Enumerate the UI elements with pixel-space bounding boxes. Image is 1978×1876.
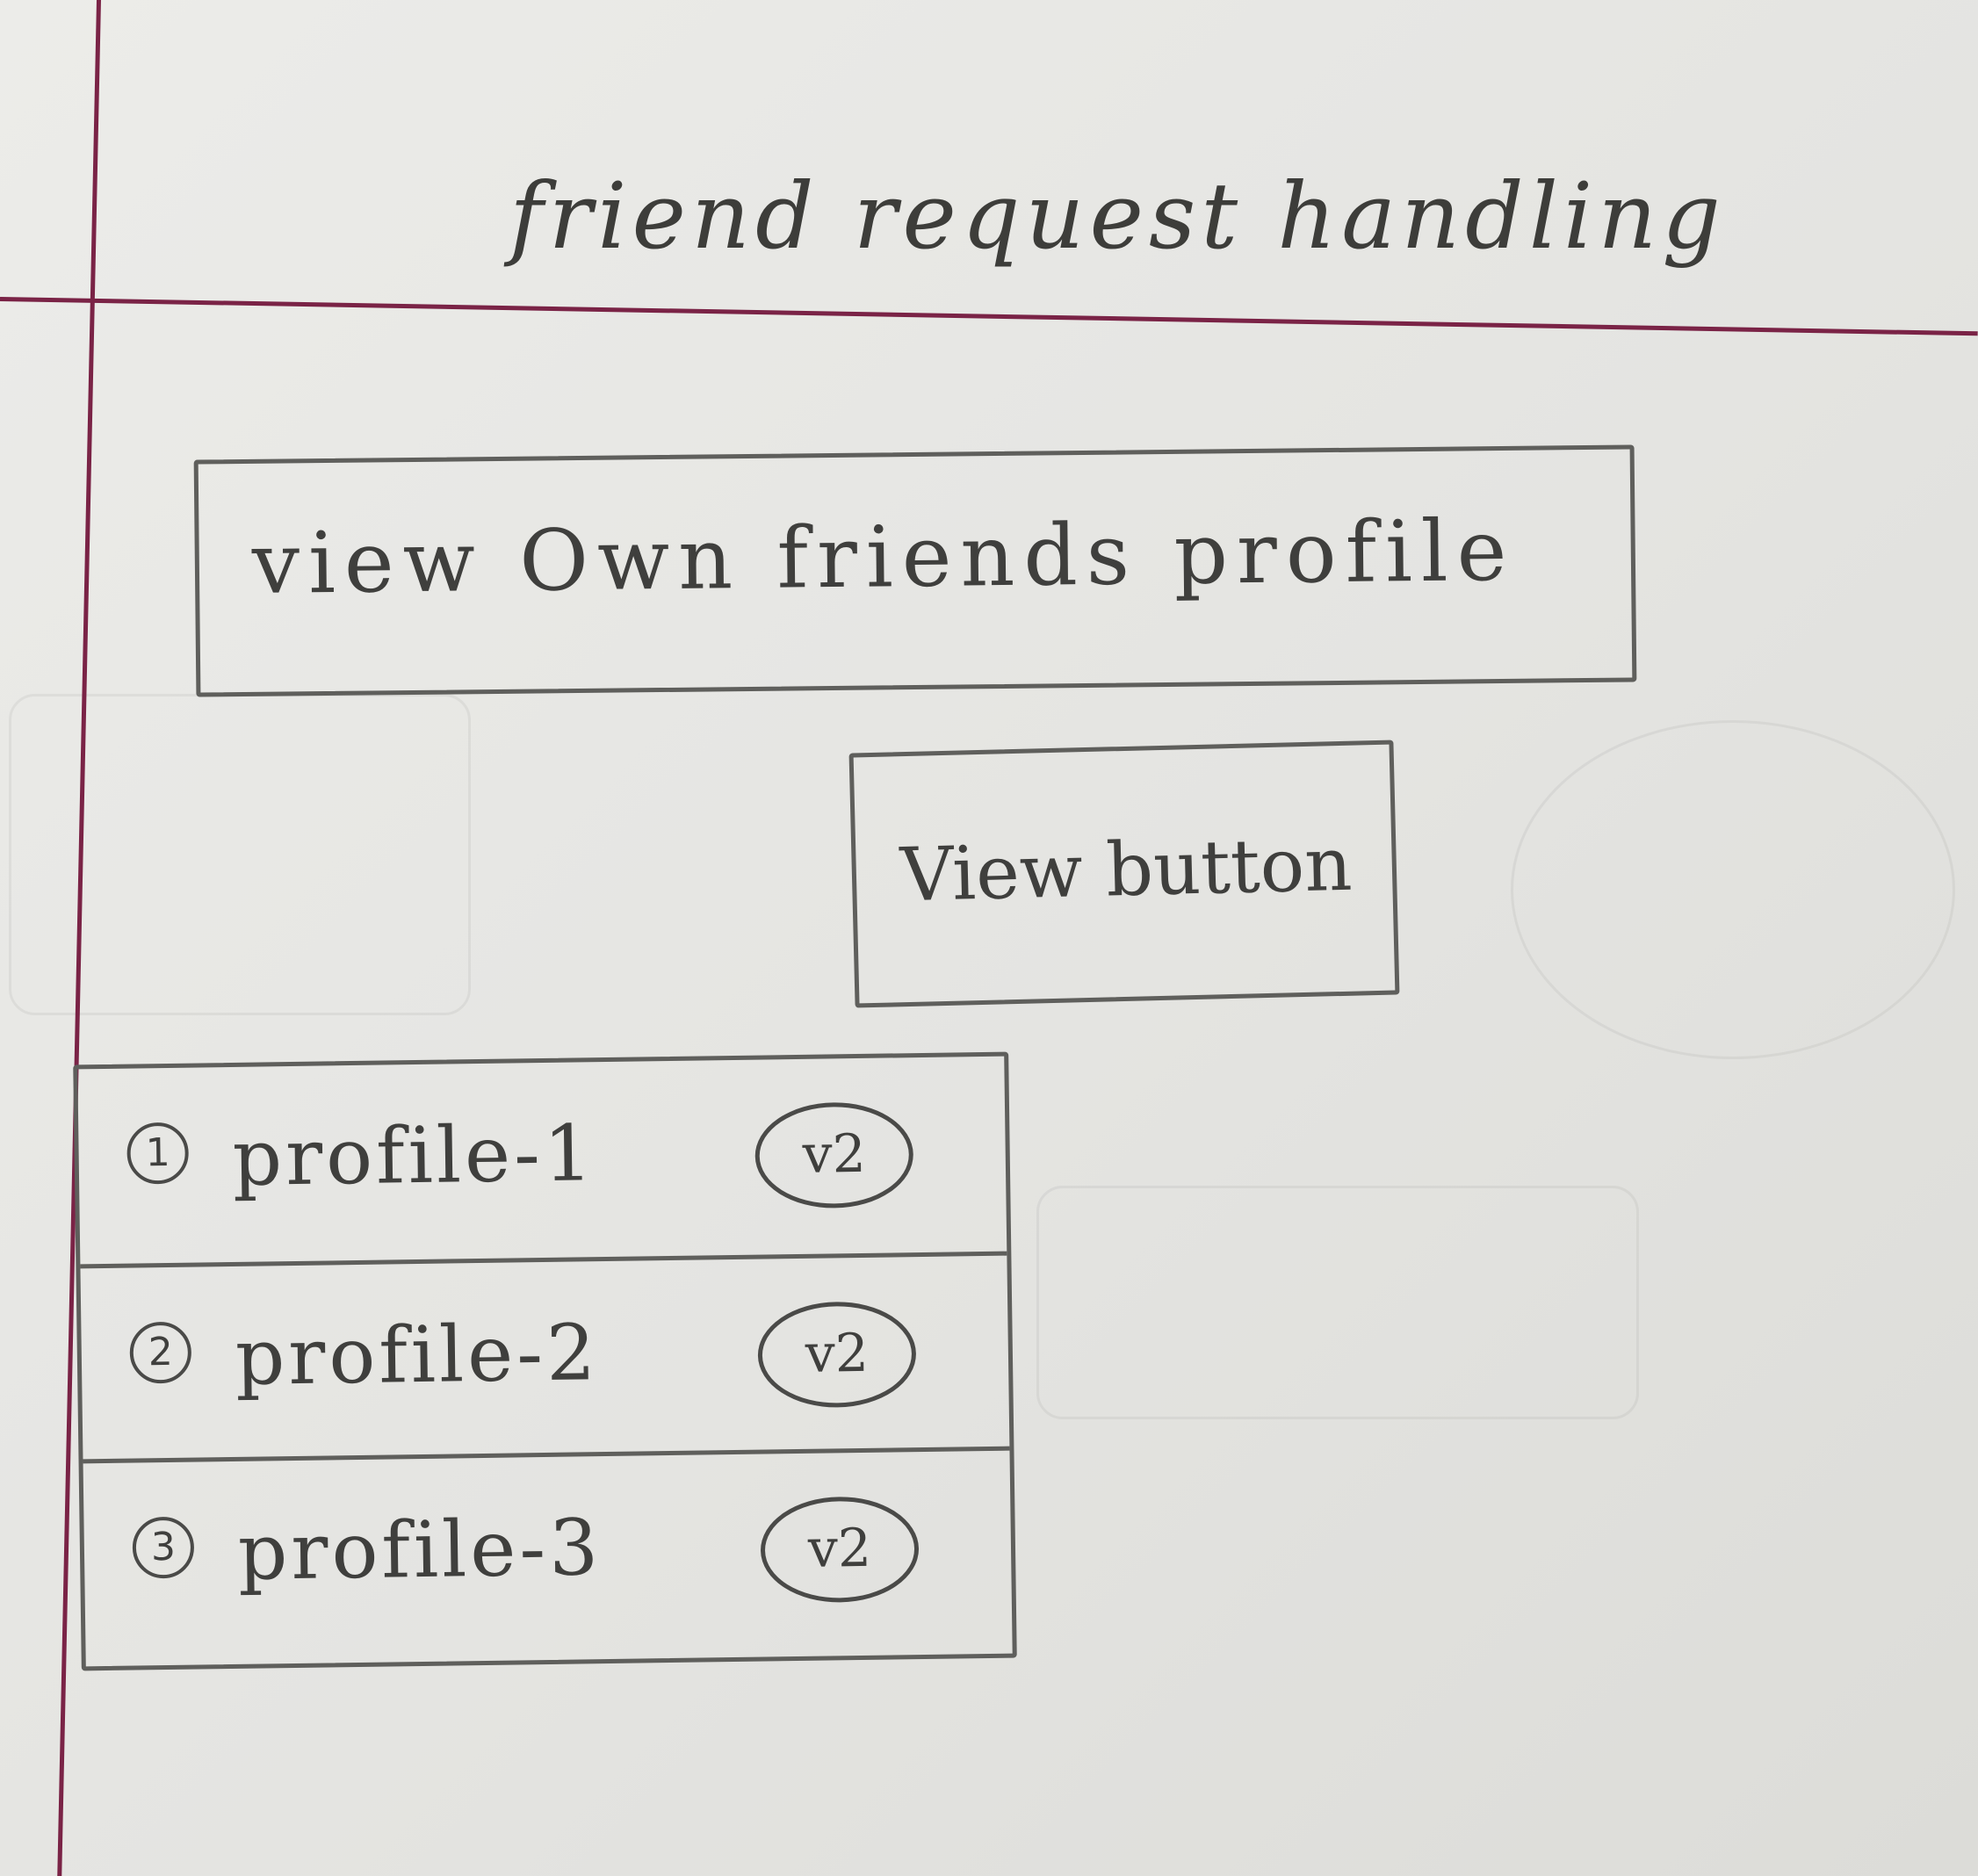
profile-list-item[interactable]: 3 profile-3 v2 [83, 1446, 1013, 1655]
row-number-badge: 3 [132, 1516, 195, 1579]
profile-list-item[interactable]: 1 profile-1 v2 [77, 1057, 1007, 1265]
view-own-friends-profile-label: view Own friends profile [251, 501, 1516, 613]
row-number-badge: 1 [126, 1122, 190, 1185]
profile-action-button[interactable]: v2 [754, 1101, 914, 1209]
profile-name: profile-1 [232, 1108, 597, 1203]
profile-name: profile-3 [237, 1502, 603, 1598]
faint-background-shape [1036, 1186, 1639, 1419]
profile-list-item[interactable]: 2 profile-2 v2 [80, 1251, 1010, 1460]
profile-action-button[interactable]: v2 [760, 1496, 920, 1604]
horizontal-margin-line [0, 297, 1978, 336]
profile-list: 1 profile-1 v2 2 profile-2 v2 3 profile-… [73, 1051, 1017, 1671]
faint-background-shape [1511, 720, 1955, 1059]
row-number-badge: 2 [129, 1321, 192, 1384]
profile-action-button[interactable]: v2 [757, 1301, 917, 1409]
faint-background-shape [9, 694, 471, 1015]
page-title: friend request handling [509, 162, 1726, 270]
view-own-friends-profile-panel: view Own friends profile [193, 444, 1637, 697]
view-button[interactable]: View button [848, 740, 1400, 1008]
view-button-label: View button [899, 820, 1354, 919]
profile-name: profile-2 [235, 1307, 600, 1403]
